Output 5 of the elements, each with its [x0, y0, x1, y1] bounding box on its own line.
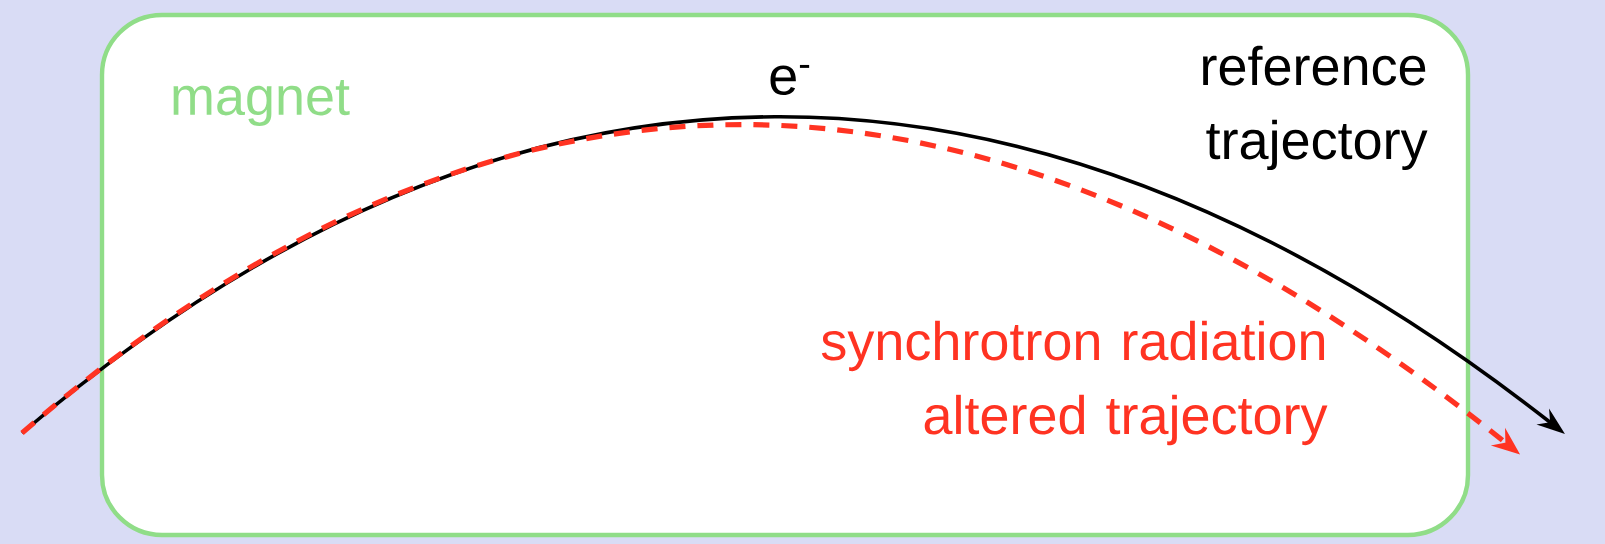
electron-label: e$^{-}$ [770, 64, 810, 96]
reference-label: reference trajectory [1203, 45, 1428, 171]
magnet-box [99, 12, 1471, 538]
magnet-label: magnet [173, 79, 350, 127]
radiation-label: synchrotron radiation altered trajectory [821, 320, 1328, 446]
